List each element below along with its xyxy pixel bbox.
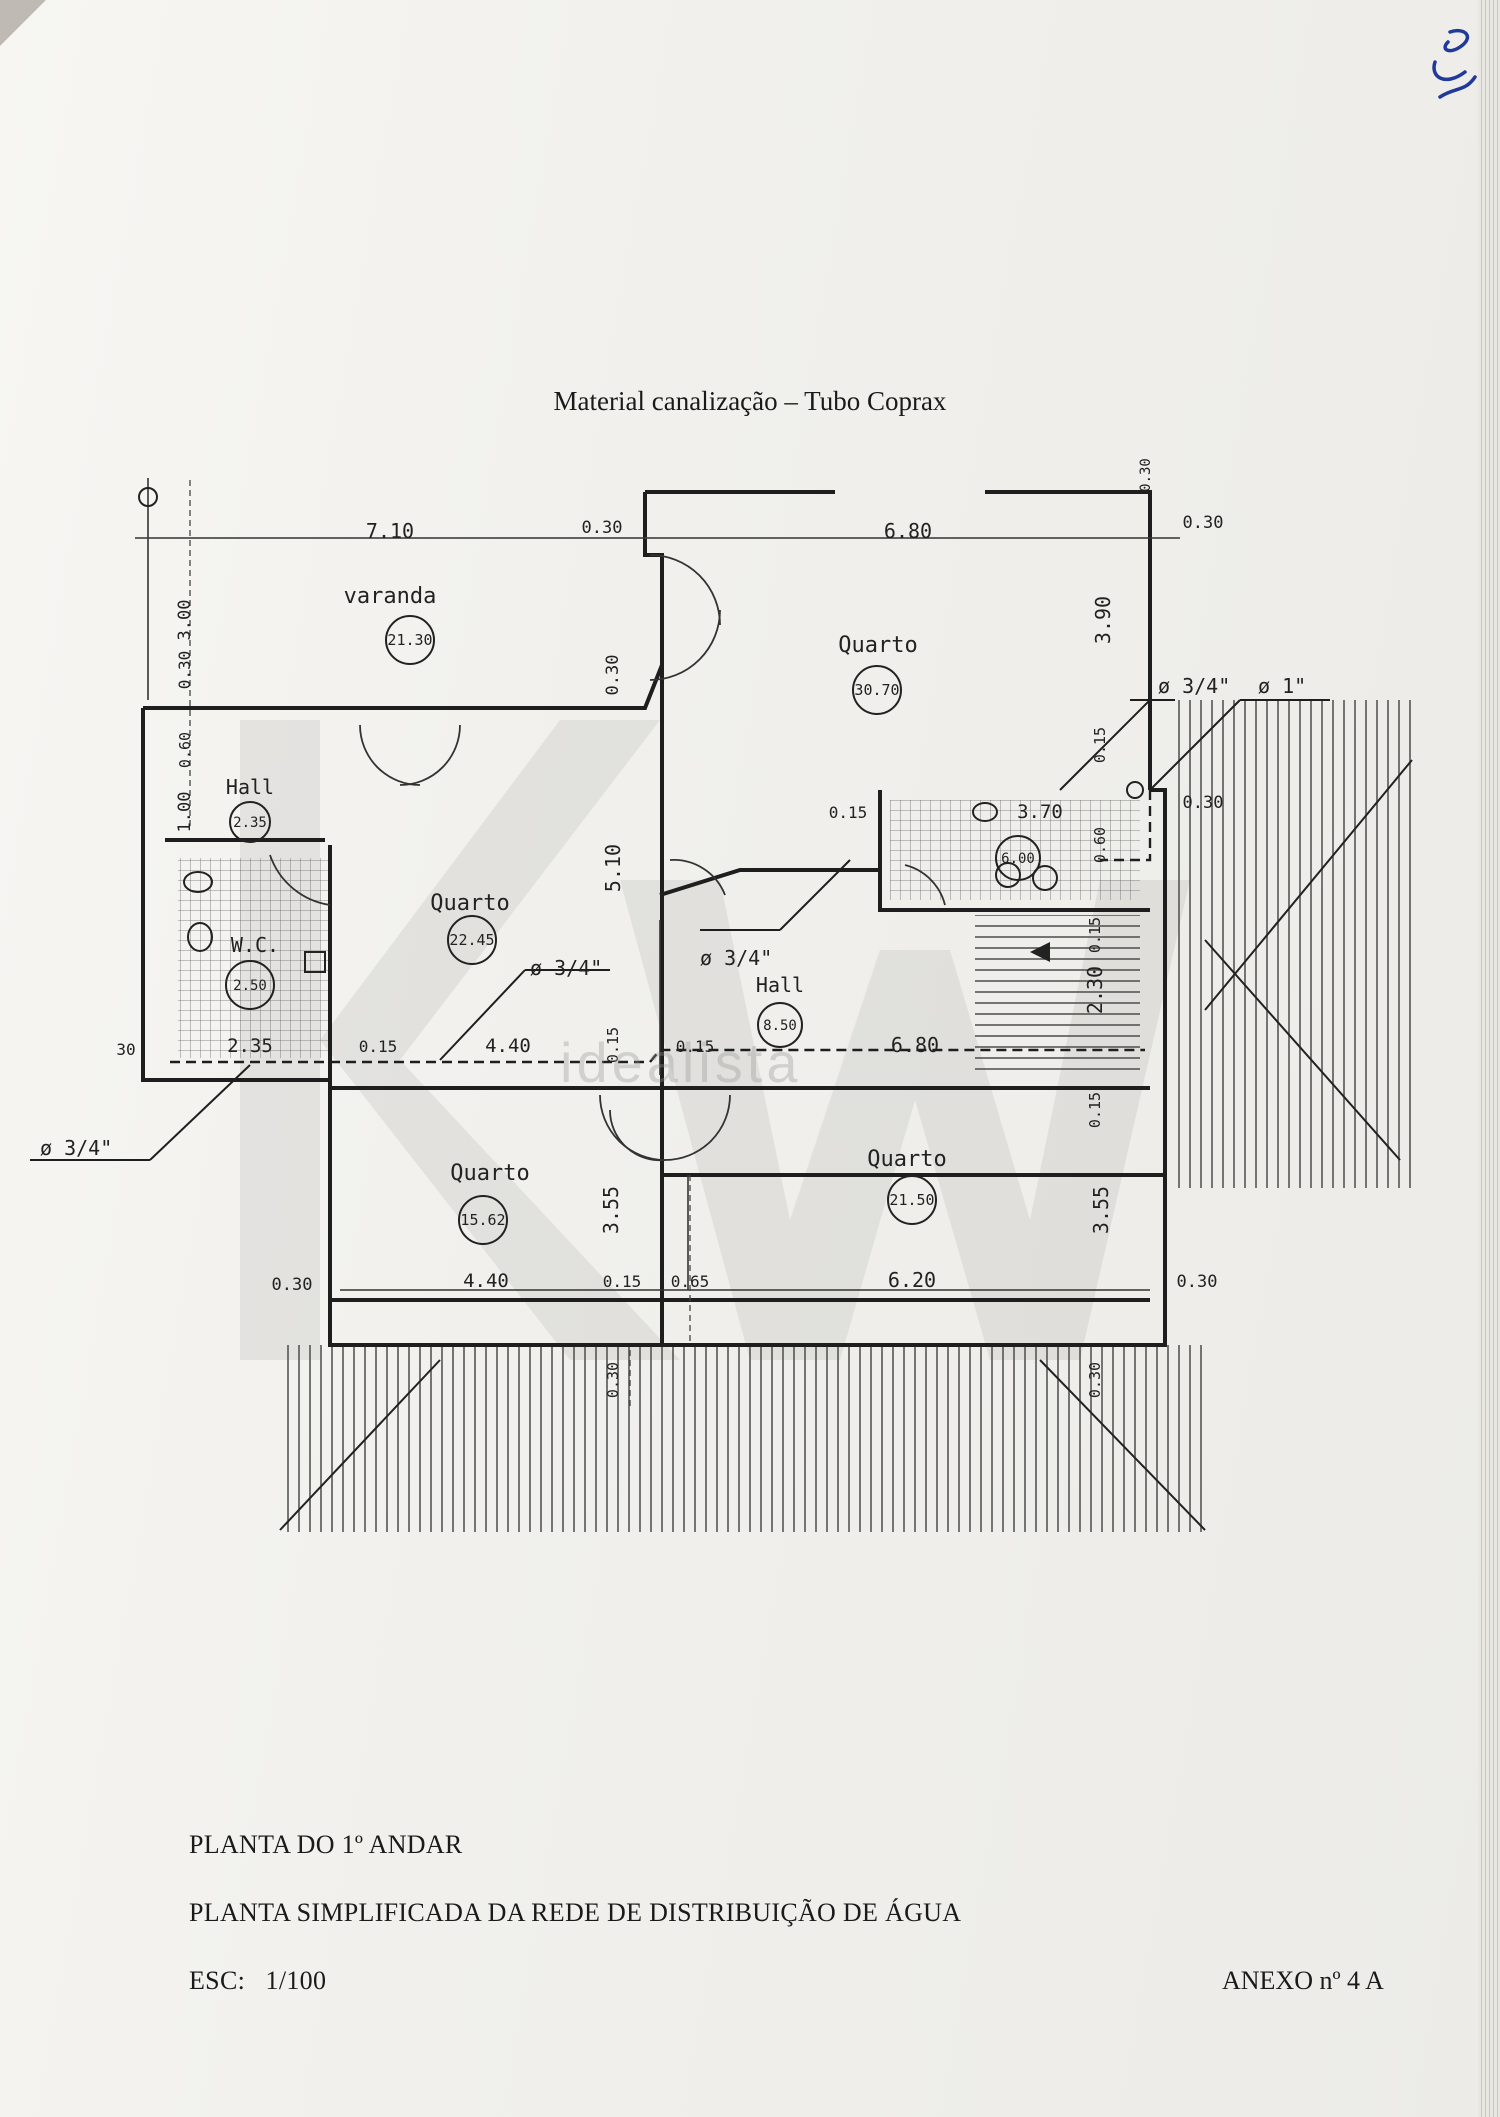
room-name-hall-c: Hall — [756, 973, 804, 997]
walls — [141, 490, 1167, 1347]
annex-label: ANEXO nº 4 A — [1222, 1966, 1384, 1995]
pipe-label-2: ø 1" — [1258, 674, 1306, 698]
room-name-quarto-se: Quarto — [867, 1147, 946, 1172]
pipe-riser-marker — [1126, 781, 1144, 799]
room-name-quarto-sw: Quarto — [450, 1161, 529, 1186]
watermark-text: idealista — [560, 1031, 802, 1094]
dim-6-80-top: 6.80 — [884, 519, 932, 543]
roof-hatching — [279, 700, 1413, 1532]
area-varanda: 21.30 — [387, 631, 432, 649]
scale-value: 1/100 — [265, 1966, 327, 1995]
stair-direction-arrow — [1030, 942, 1050, 962]
footer-line-1: PLANTA DO 1º ANDAR — [189, 1830, 463, 1859]
dim-5-10: 5.10 — [601, 844, 625, 892]
dim-0-30-a: 0.30 — [582, 518, 623, 538]
dim-30-side: 30 — [116, 1040, 135, 1059]
dim-4-40-bot: 4.40 — [463, 1270, 509, 1292]
dim-0-30-j: 0.30 — [1138, 458, 1154, 492]
dim-0-15-c: 0.15 — [1086, 917, 1104, 953]
dim-0-60-b: 0.60 — [1091, 827, 1109, 863]
sanitary-fixtures — [183, 802, 1058, 973]
dim-0-30-h: 0.30 — [604, 1362, 622, 1398]
dim-7-10: 7.10 — [366, 519, 414, 543]
pipe-label-4: ø 3/4" — [700, 946, 772, 970]
paper-stack-edge — [1478, 0, 1500, 2117]
dim-0-15-h: 0.15 — [603, 1272, 642, 1291]
dim-4-40-top: 4.40 — [485, 1035, 531, 1057]
dim-6-80-mid: 6.80 — [891, 1033, 939, 1057]
dim-0-30-e: 0.30 — [1183, 793, 1224, 813]
dim-0-15-e: 0.15 — [604, 1027, 622, 1063]
handwritten-signature — [1432, 29, 1477, 99]
dim-3-55-a: 3.55 — [599, 1186, 623, 1234]
bath-tiles — [890, 800, 1140, 900]
dimension-lines — [135, 480, 691, 1410]
area-hall-w: 2.35 — [233, 815, 267, 831]
dim-0-30-i: 0.30 — [1086, 1362, 1104, 1398]
room-name-hall-w: Hall — [226, 775, 274, 799]
door-swings — [269, 554, 946, 1162]
dim-0-65: 0.65 — [671, 1272, 710, 1291]
area-quarto-se: 21.50 — [889, 1191, 934, 1209]
dim-3-70: 3.70 — [1017, 801, 1063, 823]
pipe-label-1: ø 3/4" — [1158, 674, 1230, 698]
dim-3-55-b: 3.55 — [1089, 1186, 1113, 1234]
dim-2-35: 2.35 — [227, 1035, 273, 1057]
dim-0-30-f: 0.30 — [272, 1275, 313, 1295]
dim-0-15-a: 0.15 — [829, 803, 868, 822]
water-pipes — [170, 790, 1152, 1064]
area-quarto-ne: 30.70 — [854, 681, 899, 699]
pipe-label-3: ø 3/4" — [530, 956, 602, 980]
folded-corner — [0, 0, 46, 46]
dim-0-15-b: 0.15 — [1091, 727, 1109, 763]
dim-0-15-g: 0.15 — [1086, 1092, 1104, 1128]
dim-0-30-g: 0.30 — [1177, 1272, 1218, 1292]
dim-6-20: 6.20 — [888, 1268, 936, 1292]
staircase — [975, 915, 1140, 1075]
dim-0-30-b: 0.30 — [1183, 513, 1224, 533]
footer-line-2: PLANTA SIMPLIFICADA DA REDE DE DISTRIBUI… — [189, 1898, 962, 1927]
area-quarto-sw: 15.62 — [460, 1211, 505, 1229]
room-name-quarto-ne: Quarto — [838, 633, 917, 658]
dim-0-30-c: 0.30 — [603, 655, 623, 696]
dim-0-60: 0.60 — [176, 732, 194, 768]
room-name-quarto-w: Quarto — [430, 891, 509, 916]
area-circles — [225, 615, 1041, 1245]
area-quarto-w: 22.45 — [449, 931, 494, 949]
dim-0-15-d: 0.15 — [359, 1037, 398, 1056]
area-hall-c: 8.50 — [763, 1018, 797, 1034]
dim-3-00: 3.00 — [175, 600, 195, 641]
scale-label: ESC: — [189, 1966, 246, 1995]
room-name-varanda: varanda — [344, 584, 437, 609]
material-note: Material canalização – Tubo Coprax — [553, 386, 947, 416]
dim-1-00: 1.00 — [175, 792, 195, 833]
corner-marker — [138, 487, 158, 507]
dim-0-30-d: 0.30 — [175, 651, 194, 690]
room-name-wc: W.C. — [231, 933, 279, 957]
footer-scale: ESC: 1/100 — [189, 1966, 326, 1996]
dim-0-15-f: 0.15 — [676, 1037, 715, 1056]
pipe-leaders — [30, 699, 1330, 1161]
area-wc: 2.50 — [233, 978, 267, 994]
pipe-label-5: ø 3/4" — [40, 1136, 112, 1160]
dim-2-30: 2.30 — [1083, 966, 1107, 1014]
area-bath-e: 6.00 — [1001, 851, 1035, 867]
dim-3-90: 3.90 — [1091, 596, 1115, 644]
